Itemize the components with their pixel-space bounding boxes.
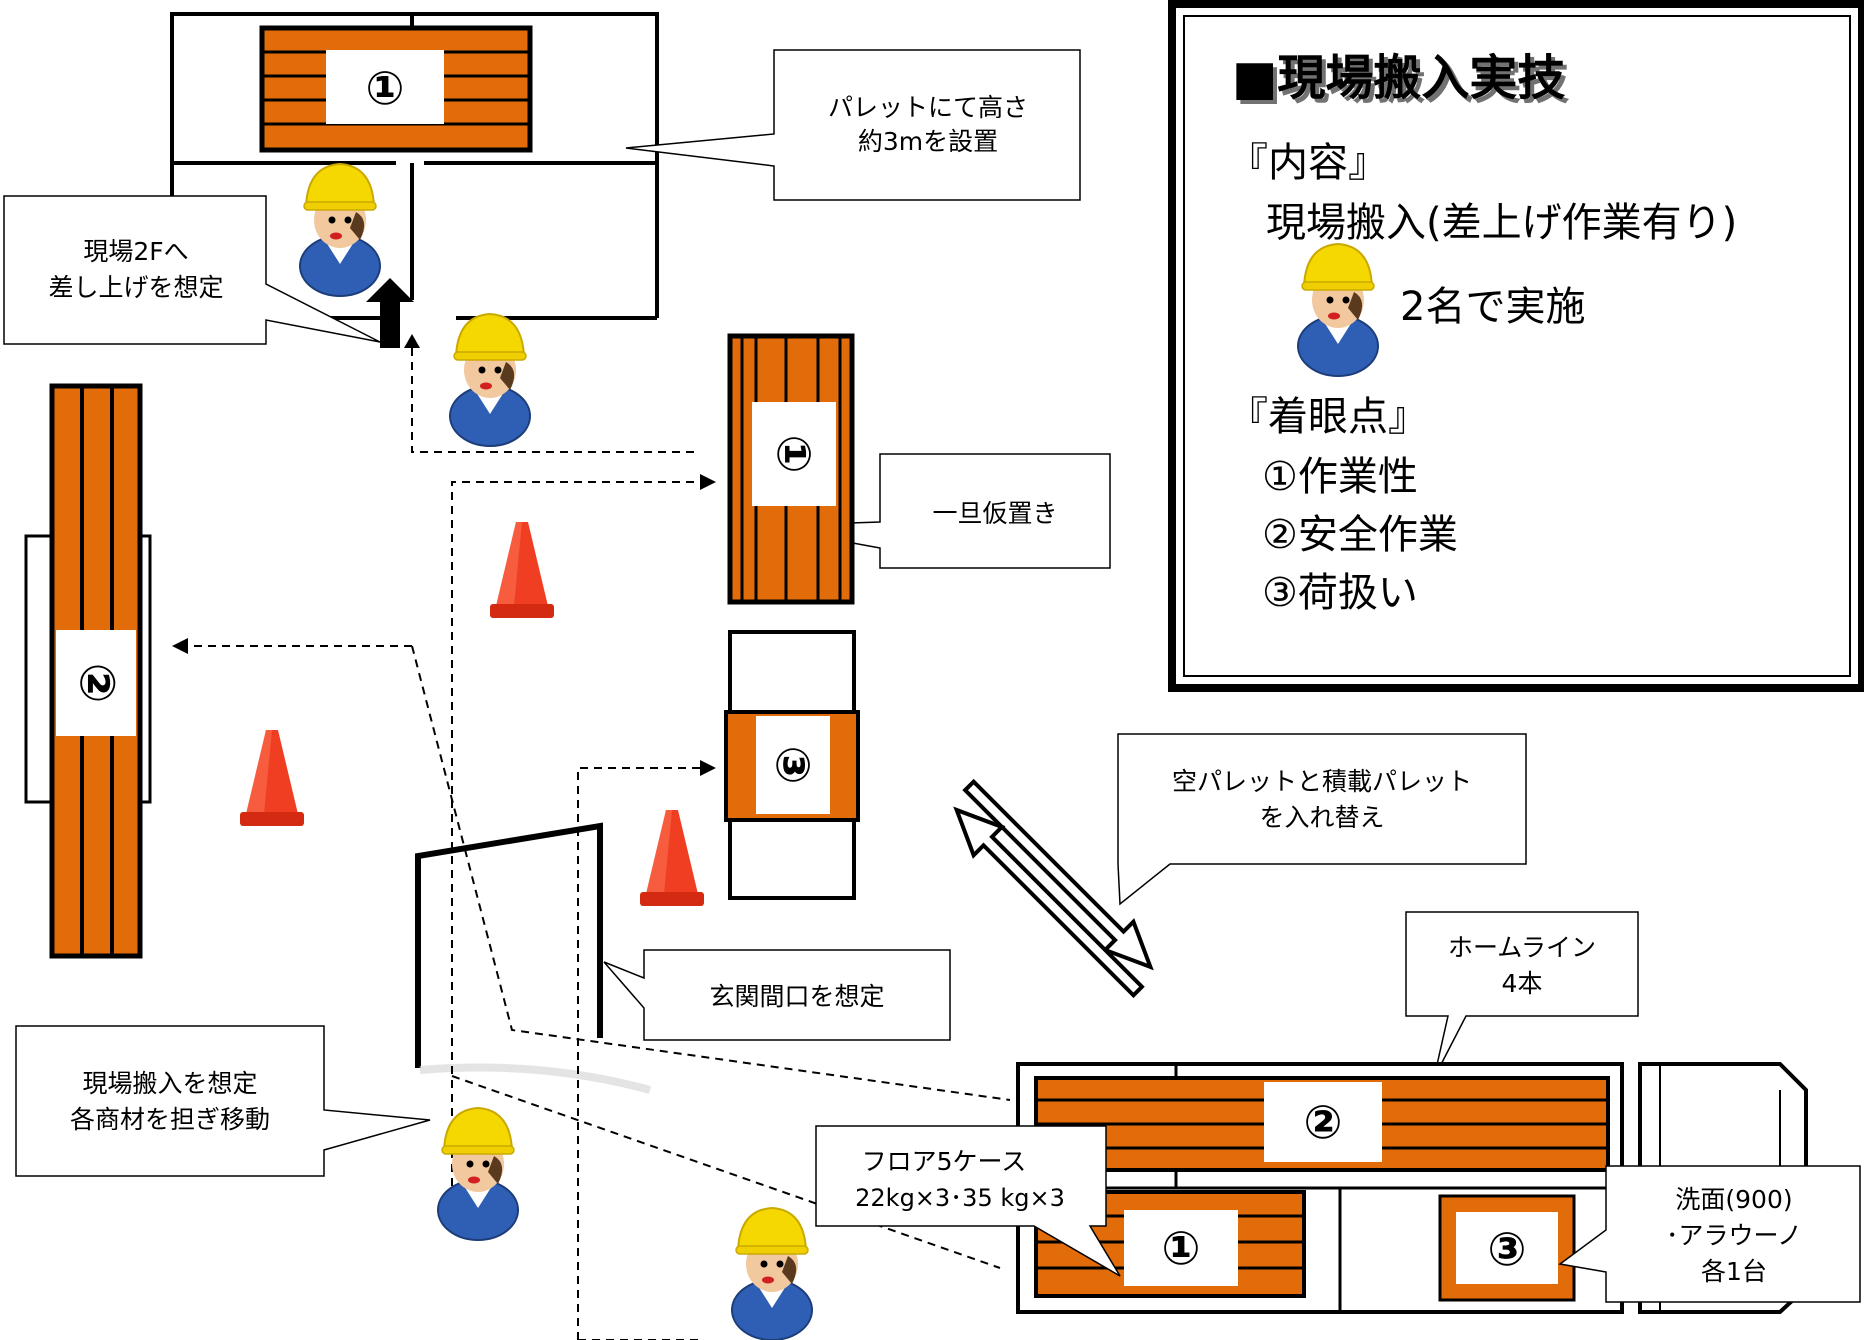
- callout-carry: 現場搬入を想定 各商材を担ぎ移動: [15, 1025, 431, 1177]
- route-arrowheads: [172, 334, 716, 776]
- pallet-3-home-label: ③: [1488, 1222, 1527, 1276]
- info-box: ■現場搬入実技 ■現場搬入実技 『内容』 現場搬入(差上げ作業有り) 2名で実施…: [1168, 0, 1864, 692]
- callout-home-line-line2: 4本: [1502, 969, 1543, 998]
- callout-washbasin: 洗面(900) ･アラウーノ 各1台: [1558, 1165, 1861, 1303]
- callout-pallet-height: パレットにて高さ 約3mを設置: [625, 49, 1081, 201]
- dashed-routes: [180, 348, 1011, 1340]
- worker-icon: [449, 313, 531, 447]
- callout-floor-cases: フロア5ケース 22kg×3･35 kg×3: [815, 1125, 1121, 1277]
- entrance-frame: [415, 822, 652, 1094]
- workers-text: 2名で実施: [1400, 284, 1585, 330]
- callout-swap-pallet-line2: を入れ替え: [1259, 803, 1384, 832]
- double-arrow-icon: [953, 778, 1154, 999]
- callout-washbasin-line3: 各1台: [1701, 1257, 1767, 1286]
- callout-home-line: ホームライン 4本: [1405, 911, 1639, 1079]
- callout-swap-pallet-line1: 空パレットと積載パレット: [1172, 767, 1472, 796]
- pallet-2-left-label: ②: [69, 663, 125, 704]
- callout-carry-line1: 現場搬入を想定: [82, 1069, 257, 1098]
- callout-carry-line2: 各商材を担ぎ移動: [70, 1105, 270, 1134]
- callout-entrance: 玄関間口を想定: [603, 949, 951, 1041]
- callout-pallet-height-line1: パレットにて高さ: [828, 93, 1028, 122]
- pallet-1-home: ①: [1034, 1190, 1306, 1298]
- callout-lift-2f: 現場2Fへ 差し上げを想定: [3, 195, 381, 345]
- point-1: ①作業性: [1262, 454, 1418, 500]
- worker-icon: [299, 163, 381, 297]
- up-arrow-icon: [366, 278, 414, 348]
- callout-lift-2f-line2: 差し上げを想定: [48, 273, 223, 302]
- callout-lift-2f-line1: 現場2Fへ: [83, 237, 188, 266]
- pallet-1-middle-label: ①: [767, 435, 821, 474]
- pallet-3-home: ③: [1438, 1194, 1576, 1302]
- callout-temp-place-text: 一旦仮置き: [932, 499, 1057, 528]
- traffic-cone-icon: [240, 730, 304, 826]
- pallet-3-middle-label: ③: [766, 746, 820, 785]
- points-heading: 『着眼点』: [1228, 394, 1428, 440]
- info-box-title: ■現場搬入実技: [1232, 50, 1565, 106]
- callout-floor-cases-line1: フロア5ケース: [862, 1147, 1027, 1176]
- callout-pallet-height-line2: 約3mを設置: [858, 127, 998, 156]
- traffic-cone-icon: [490, 522, 554, 618]
- pallet-1-middle: ①: [727, 333, 855, 605]
- callout-floor-cases-line2: 22kg×3･35 kg×3: [855, 1184, 1065, 1212]
- pallet-1-home-label: ①: [1162, 1221, 1201, 1275]
- content-text: 現場搬入(差上げ作業有り): [1266, 200, 1737, 246]
- pallet-1-upper: ①: [259, 25, 533, 153]
- worker-icon: [437, 1107, 519, 1241]
- pallet-2-home-label: ②: [1304, 1095, 1343, 1149]
- callout-washbasin-line1: 洗面(900): [1675, 1185, 1792, 1214]
- callout-entrance-text: 玄関間口を想定: [709, 982, 884, 1011]
- point-2: ②安全作業: [1262, 512, 1458, 558]
- point-3: ③荷扱い: [1262, 570, 1418, 616]
- svg-text:■現場搬入実技: ■現場搬入実技: [1236, 54, 1569, 110]
- pallet-1-upper-label: ①: [366, 61, 405, 115]
- traffic-cone-icon: [640, 810, 704, 906]
- content-heading: 『内容』: [1228, 140, 1388, 186]
- pallet-3-middle: ③: [724, 630, 860, 900]
- pallet-2-home: ②: [1034, 1076, 1610, 1172]
- callout-swap-pallet: 空パレットと積載パレット を入れ替え: [1117, 733, 1527, 906]
- callout-home-line-line1: ホームライン: [1448, 933, 1596, 962]
- callout-washbasin-line2: ･アラウーノ: [1666, 1221, 1802, 1250]
- worker-icon: [731, 1207, 813, 1340]
- pallet-2-left: ②: [24, 383, 152, 959]
